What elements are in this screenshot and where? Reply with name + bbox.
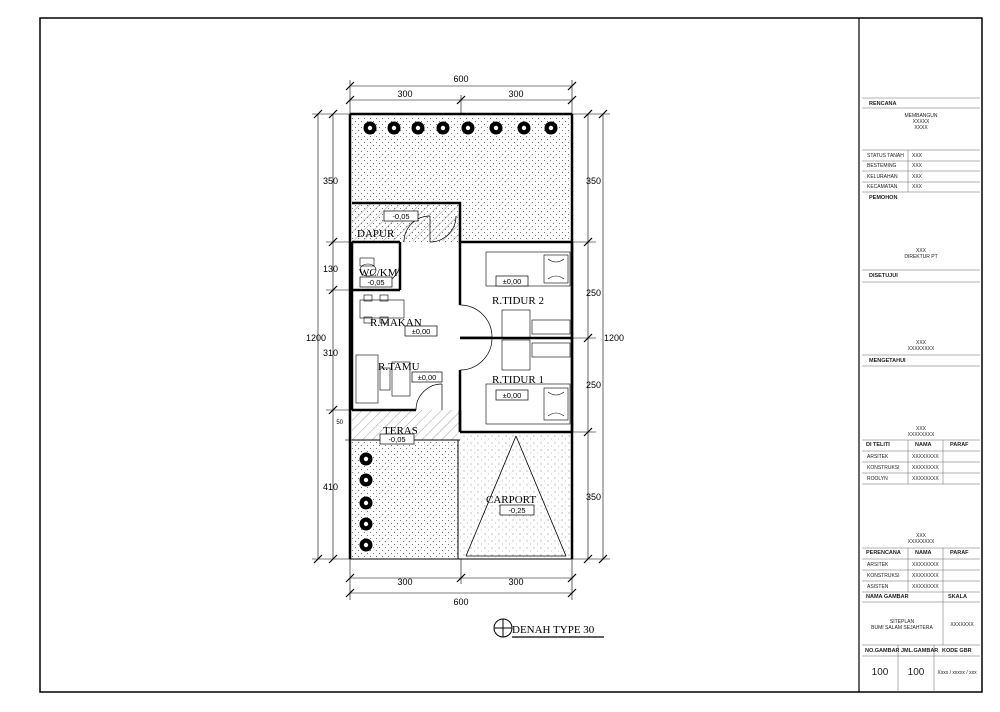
level-carport: -0,25 bbox=[508, 506, 525, 515]
level-r-tidur-1: ±0,00 bbox=[503, 391, 522, 400]
nama-gambar-line1: SITEPLAN bbox=[889, 619, 915, 625]
disetujui-line2: XXXXXXXX bbox=[907, 346, 935, 352]
carport-floor bbox=[458, 432, 570, 558]
status-row-label: BESTEMING bbox=[867, 163, 897, 169]
level-r-tamu: ±0,00 bbox=[418, 373, 437, 382]
room-label-r-tamu: R.TAMU bbox=[378, 361, 420, 373]
disetujui-line1: XXX bbox=[915, 340, 926, 346]
dim-right-1: 350 bbox=[586, 176, 601, 186]
perencana-name: XXXXXXXX bbox=[912, 584, 939, 590]
dimension-ticks bbox=[313, 81, 608, 598]
no-gambar-header: NO.GAMBAR bbox=[865, 648, 900, 654]
dim-bottom-right: 300 bbox=[508, 577, 523, 587]
kode-gbr-value: Xxxx / xxxxx / xxx bbox=[937, 670, 977, 676]
dim-bottom-total: 600 bbox=[453, 597, 468, 607]
perencana-col3: PARAF bbox=[950, 550, 969, 556]
perencana-role: KONSTRUKSI bbox=[867, 573, 900, 579]
status-row-value: XXX bbox=[912, 174, 923, 180]
status-row-label: KELURAHAN bbox=[867, 174, 898, 180]
room-label-dapur: DAPUR bbox=[357, 228, 395, 240]
skala-value: XXXXXXX bbox=[950, 622, 974, 628]
diteliti-name: XXXXXXXX bbox=[912, 454, 939, 460]
mengetahui-header: MENGETAHUI bbox=[869, 358, 906, 364]
rencana-line2: XXXXX bbox=[912, 119, 930, 125]
mengetahui-line2: XXXXXXXX bbox=[907, 432, 935, 438]
rencana-line1: MEMBANGUN bbox=[904, 113, 938, 119]
carport-marking bbox=[465, 435, 567, 557]
rencana-header: RENCANA bbox=[869, 101, 897, 107]
diteliti-name: XXXXXXXX bbox=[912, 476, 939, 482]
sign2-line2: XXXXXXXX bbox=[907, 539, 935, 545]
perencana-name: XXXXXXXX bbox=[912, 573, 939, 579]
title-block-lines bbox=[862, 97, 980, 692]
diteliti-col3: PARAF bbox=[950, 442, 969, 448]
pemohon-header: PEMOHON bbox=[869, 195, 898, 201]
drawing-title-symbol bbox=[493, 618, 604, 638]
dim-teras-small: 50 bbox=[336, 420, 343, 426]
perencana-col1: PERENCANA bbox=[866, 550, 901, 556]
room-label-r-tidur-2: R.TIDUR 2 bbox=[492, 295, 544, 307]
drawing-title: DENAH TYPE 30 bbox=[512, 624, 595, 636]
room-label-r-makan: R.MAKAN bbox=[370, 317, 422, 329]
level-r-makan: ±0,00 bbox=[412, 327, 431, 336]
pemohon-line1: XXX bbox=[915, 248, 926, 254]
skala-header: SKALA bbox=[948, 594, 967, 600]
dim-right-total: 1200 bbox=[604, 333, 624, 343]
rencana-line3: XXXX bbox=[914, 125, 928, 131]
jml-gambar-value: 100 bbox=[907, 667, 925, 678]
status-row-value: XXX bbox=[912, 153, 923, 159]
sign2-line1: XXX bbox=[915, 533, 926, 539]
perencana-role: ASISTEN bbox=[867, 584, 889, 590]
dim-right-4: 350 bbox=[586, 492, 601, 502]
perencana-name: XXXXXXXX bbox=[912, 562, 939, 568]
level-teras: -0,05 bbox=[388, 435, 405, 444]
status-row-label: STATUS TANAH bbox=[867, 153, 904, 159]
dim-left-1: 350 bbox=[323, 176, 338, 186]
disetujui-header: DISETUJUI bbox=[869, 273, 898, 279]
room-label-teras: TERAS bbox=[383, 425, 418, 437]
level-r-tidur-2: ±0,00 bbox=[503, 277, 522, 286]
diteliti-role: KONSTRUKSI bbox=[867, 465, 900, 471]
no-gambar-value: 100 bbox=[871, 667, 889, 678]
dim-left-3: 310 bbox=[323, 348, 338, 358]
diteliti-role: ROOLYN bbox=[867, 476, 888, 482]
door-swings bbox=[377, 215, 493, 411]
room-label-carport: CARPORT bbox=[486, 494, 536, 506]
kode-gbr-header: KODE GBR bbox=[942, 648, 972, 654]
diteliti-col1: DI TELITI bbox=[866, 442, 890, 448]
room-label-wc: WC/KM bbox=[359, 267, 398, 279]
dapur-floor bbox=[352, 203, 460, 241]
sheet-border bbox=[39, 17, 983, 693]
dim-left-4: 410 bbox=[323, 482, 338, 492]
dim-bottom-left: 300 bbox=[397, 577, 412, 587]
room-label-r-tidur-1: R.TIDUR 1 bbox=[492, 374, 544, 386]
status-row-value: XXX bbox=[912, 163, 923, 169]
diteliti-name: XXXXXXXX bbox=[912, 465, 939, 471]
jml-gambar-header: JML.GAMBAR bbox=[901, 648, 939, 654]
nama-gambar-line2: BUMI SALAM SEJAHTERA bbox=[871, 625, 933, 631]
perencana-col2: NAMA bbox=[915, 550, 932, 556]
diteliti-role: ARSITEK bbox=[867, 454, 889, 460]
level-wc: -0,05 bbox=[367, 278, 384, 287]
nama-gambar-header: NAMA GAMBAR bbox=[866, 594, 909, 600]
dim-top-total: 600 bbox=[453, 74, 468, 84]
level-dapur: -0,05 bbox=[392, 212, 409, 221]
dim-top-left: 300 bbox=[397, 89, 412, 99]
status-row-label: KECAMATAN bbox=[867, 184, 898, 190]
dim-left-2: 130 bbox=[323, 264, 338, 274]
diteliti-col2: NAMA bbox=[915, 442, 932, 448]
status-row-value: XXX bbox=[912, 184, 923, 190]
pemohon-line2: DIREKTUR PT bbox=[904, 254, 938, 260]
mengetahui-line1: XXX bbox=[915, 426, 926, 432]
dim-right-2: 250 bbox=[586, 288, 601, 298]
dim-right-3: 250 bbox=[586, 380, 601, 390]
perencana-role: ARSITEK bbox=[867, 562, 889, 568]
dim-top-right: 300 bbox=[508, 89, 523, 99]
dim-left-total: 1200 bbox=[306, 333, 326, 343]
